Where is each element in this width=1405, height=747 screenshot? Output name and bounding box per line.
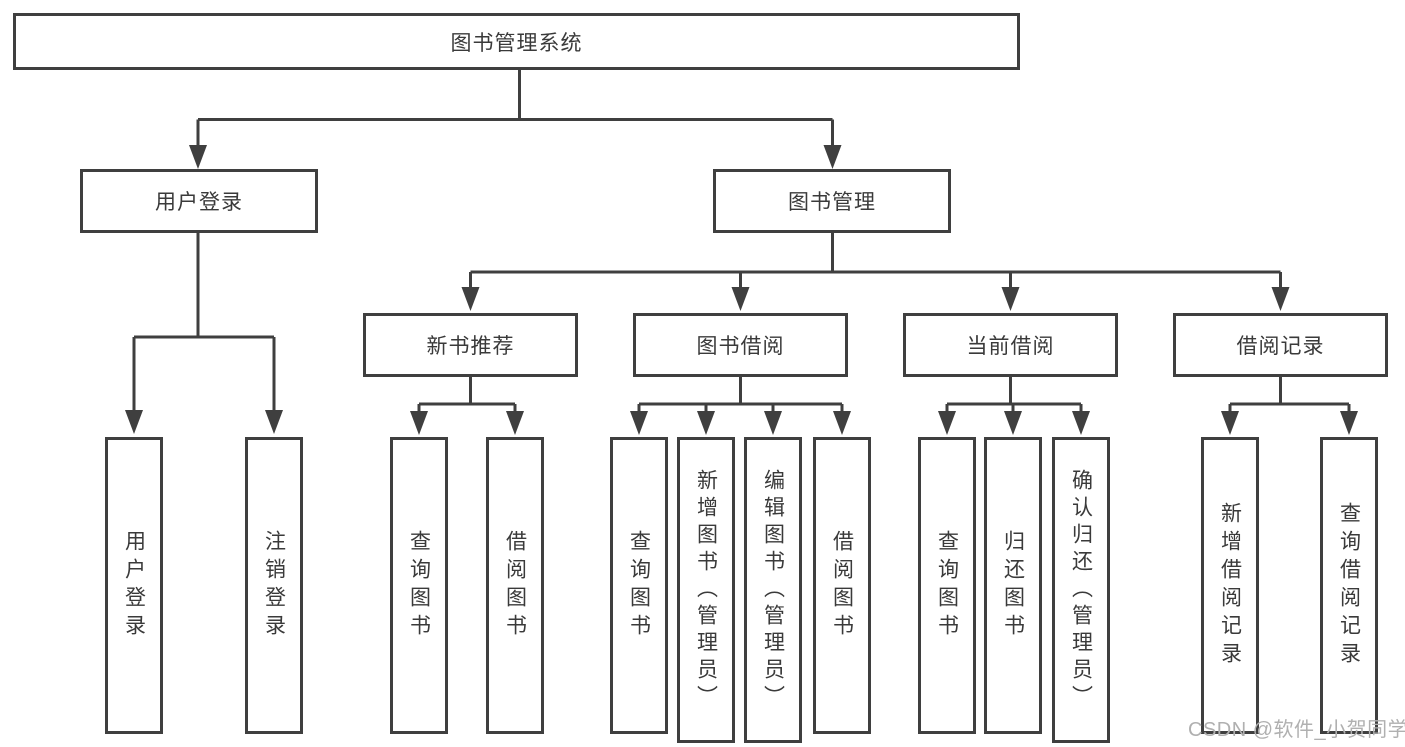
leaf-add-borrow-record: 新增借阅记录 [1201, 437, 1259, 734]
leaf-return-book-label: 归还图书 [1001, 529, 1025, 642]
connector-new-book-recommend-children [410, 377, 524, 435]
leaf-borrow-book: 借阅图书 [813, 437, 871, 734]
leaf-add-book-admin: 新增图书（管理员） [677, 437, 735, 743]
connector-book-borrow-children [630, 377, 851, 435]
leaf-logout: 注销登录 [245, 437, 303, 734]
node-book-borrow-label: 图书借阅 [696, 335, 785, 358]
leaf-recommend-borrow-book-label: 借阅图书 [503, 529, 527, 642]
leaf-add-borrow-record-label: 新增借阅记录 [1218, 501, 1242, 670]
node-new-book-recommend: 新书推荐 [363, 313, 578, 377]
leaf-borrow-book-label: 借阅图书 [830, 529, 854, 642]
node-current-borrow-label: 当前借阅 [966, 335, 1055, 358]
leaf-logout-label: 注销登录 [262, 529, 286, 642]
leaf-confirm-return-admin: 确认归还（管理员） [1052, 437, 1110, 743]
connector-borrow-record-children [1221, 377, 1358, 435]
connector-current-borrow-children [938, 377, 1090, 435]
leaf-query-borrow-record-label: 查询借阅记录 [1337, 501, 1361, 670]
leaf-user-login-label: 用户登录 [122, 529, 146, 642]
connector-book-management-children [461, 233, 1290, 311]
leaf-confirm-return-admin-label: 确认归还（管理员） [1069, 468, 1093, 712]
csdn-watermark: CSDN @软件_小贺同学 [1188, 719, 1405, 741]
leaf-borrow-query-book-label: 查询图书 [627, 529, 651, 642]
node-root: 图书管理系统 [13, 13, 1020, 70]
leaf-edit-book-admin-label: 编辑图书（管理员） [761, 468, 785, 712]
leaf-recommend-query-book: 查询图书 [390, 437, 448, 734]
node-book-management-label: 图书管理 [788, 191, 876, 214]
leaf-return-book: 归还图书 [984, 437, 1042, 734]
leaf-recommend-query-book-label: 查询图书 [407, 529, 431, 642]
leaf-add-book-admin-label: 新增图书（管理员） [694, 468, 718, 712]
node-borrow-record: 借阅记录 [1173, 313, 1388, 377]
leaf-current-query-book: 查询图书 [918, 437, 976, 734]
node-book-management: 图书管理 [713, 169, 951, 233]
leaf-edit-book-admin: 编辑图书（管理员） [744, 437, 802, 743]
connector-root-to-level2 [189, 68, 842, 169]
node-borrow-record-label: 借阅记录 [1236, 335, 1325, 358]
node-new-book-recommend-label: 新书推荐 [426, 335, 515, 358]
leaf-recommend-borrow-book: 借阅图书 [486, 437, 544, 734]
node-user-login: 用户登录 [80, 169, 318, 233]
node-root-label: 图书管理系统 [450, 31, 583, 55]
leaf-current-query-book-label: 查询图书 [935, 529, 959, 642]
node-user-login-label: 用户登录 [155, 191, 243, 214]
leaf-borrow-query-book: 查询图书 [610, 437, 668, 734]
leaf-query-borrow-record: 查询借阅记录 [1320, 437, 1378, 734]
leaf-user-login: 用户登录 [105, 437, 163, 734]
node-book-borrow: 图书借阅 [633, 313, 848, 377]
connector-user-login-children [125, 233, 283, 434]
node-current-borrow: 当前借阅 [903, 313, 1118, 377]
